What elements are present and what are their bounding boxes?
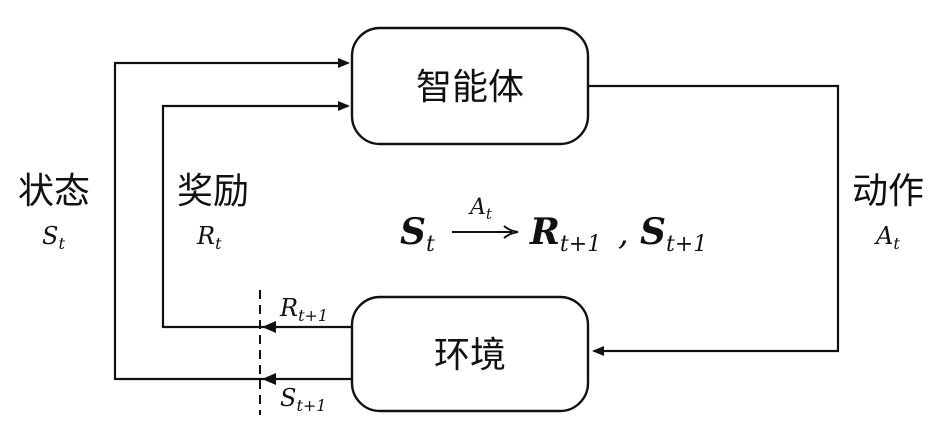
next-state-symbol: St+1 xyxy=(280,384,326,415)
equation-separator: , xyxy=(618,213,629,253)
environment-label: 环境 xyxy=(434,335,506,376)
environment-box xyxy=(350,295,590,413)
state-label: 状态 xyxy=(18,171,90,212)
state-feedback-arrow xyxy=(113,58,352,381)
agent-label: 智能体 xyxy=(416,67,524,108)
action-label: 动作 xyxy=(852,171,924,212)
equation-arrow-label: At xyxy=(468,195,493,223)
equation-rhs1: Rt+1 xyxy=(529,211,601,257)
next-state-arrowhead xyxy=(262,373,276,385)
state-symbol: St xyxy=(42,222,65,253)
equation-arrow-head xyxy=(503,225,519,239)
next-reward-arrowhead xyxy=(262,321,276,333)
transition-equation: St At Rt+1 , St+1 xyxy=(400,195,707,257)
reward-feedback-arrow xyxy=(161,101,352,329)
reward-label: 奖励 xyxy=(177,171,249,212)
action-symbol: At xyxy=(874,222,900,253)
reward-symbol: Rt xyxy=(196,222,222,253)
action-arrow xyxy=(588,84,840,356)
equation-lhs: St xyxy=(400,211,435,257)
next-reward-symbol: Rt+1 xyxy=(279,294,328,325)
equation-rhs2: St+1 xyxy=(640,211,707,257)
